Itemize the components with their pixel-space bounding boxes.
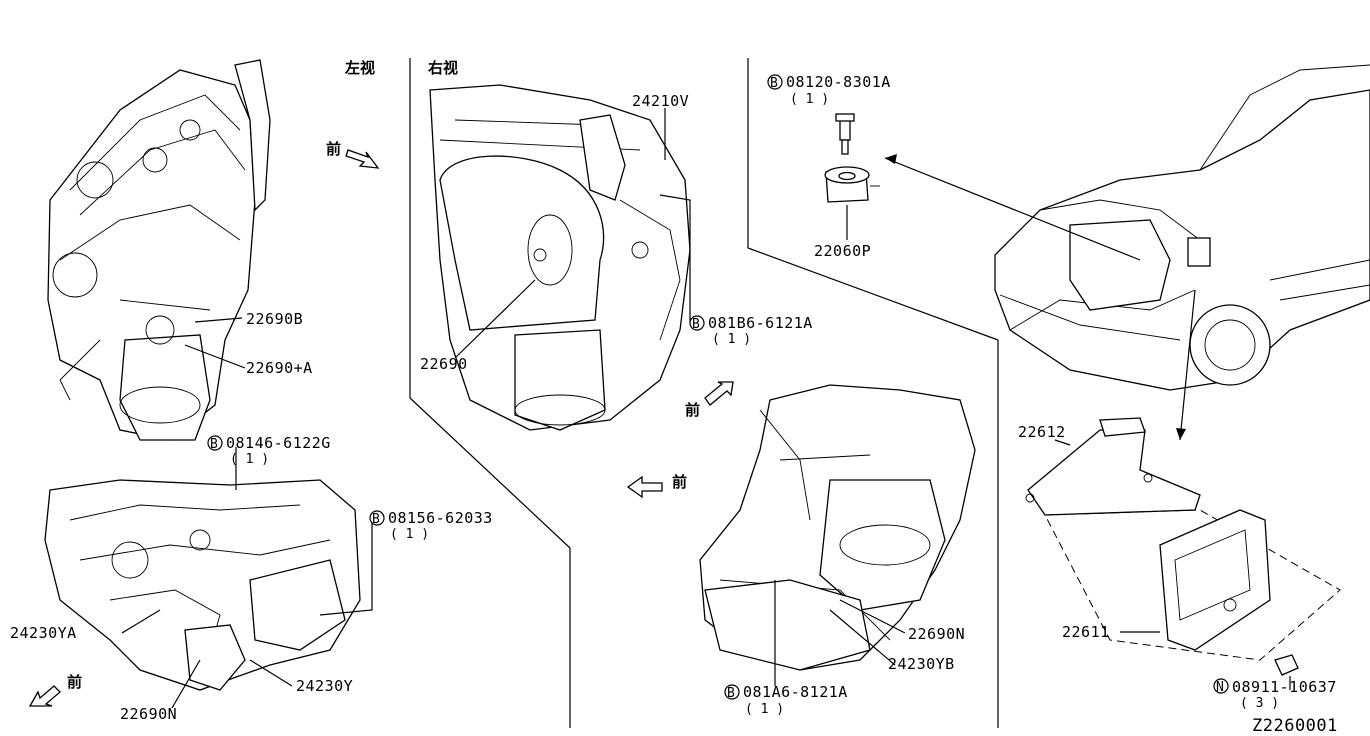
right-view-label: 右视: [428, 59, 458, 77]
nut-badge-08911: N: [1213, 678, 1229, 695]
bolt-badge-08156: B: [369, 510, 385, 527]
front-arrows: [28, 149, 734, 707]
qty-08146: ( 1 ): [230, 452, 269, 467]
bolt-badge-letter: B: [727, 686, 735, 701]
ecm-assembly: [1025, 417, 1341, 676]
part-label-24210V: 24210V: [632, 92, 689, 110]
part-label-24230Y: 24230Y: [296, 677, 353, 695]
part-label-081B6-6121A: 081B6-6121A: [708, 314, 813, 332]
part-label-22060P: 22060P: [814, 242, 871, 260]
panel-dividers: [409, 58, 999, 728]
part-label-08120-8301A: 08120-8301A: [786, 73, 891, 91]
vehicle-outline: [994, 64, 1370, 391]
front-label-center: 前: [685, 401, 700, 419]
nut-badge-letter: N: [1216, 680, 1224, 695]
part-label-24230YB: 24230YB: [888, 655, 955, 673]
front-arrow-top-left: [345, 149, 380, 169]
engine-left-view: [47, 59, 271, 441]
part-label-22612: 22612: [1018, 423, 1066, 441]
engine-lower-left-view: [44, 479, 361, 691]
part-label-24230YA: 24230YA: [10, 624, 77, 642]
part-label-22690N-left: 22690N: [120, 705, 177, 723]
bolt-badge-letter: B: [692, 317, 700, 332]
part-label-22690B: 22690B: [246, 310, 303, 328]
part-label-08156-62033: 08156-62033: [388, 509, 493, 527]
front-label-top-left: 前: [326, 140, 341, 158]
qty-08911: ( 3 ): [1240, 696, 1279, 711]
engine-lower-right-view: [699, 384, 976, 671]
bolt-badge-08146: B: [207, 435, 223, 452]
qty-081B6: ( 1 ): [712, 332, 751, 347]
front-label-mid: 前: [672, 473, 687, 491]
left-view-label: 左视: [344, 59, 375, 77]
bolt-badge-letter: B: [372, 512, 380, 527]
qty-08120: ( 1 ): [790, 92, 829, 107]
part-label-22690-A: 22690+A: [246, 359, 313, 377]
front-arrow-center: [704, 381, 734, 406]
diagram-id: Z2260001: [1252, 716, 1338, 736]
part-label-081A6-8121A: 081A6-8121A: [743, 683, 848, 701]
part-label-08146-6122G: 08146-6122G: [226, 434, 331, 452]
part-label-22690: 22690: [420, 355, 468, 373]
qty-08156: ( 1 ): [390, 527, 429, 542]
front-arrow-bottom-left: [28, 685, 61, 707]
bolt-badge-letter: B: [210, 437, 218, 452]
qty-081A6: ( 1 ): [745, 702, 784, 717]
part-label-22690N-right: 22690N: [908, 625, 965, 643]
part-label-22611: 22611: [1062, 623, 1110, 641]
bolt-badge-letter: B: [770, 76, 778, 91]
bolt-badge-081B6: B: [689, 315, 705, 332]
engine-right-view: [429, 84, 691, 431]
bolt-badge-081A6: B: [724, 684, 740, 701]
front-arrow-mid: [626, 475, 663, 499]
front-label-bottom-left: 前: [67, 673, 82, 691]
knock-sensor: [824, 113, 880, 240]
bolt-badge-08120: B: [767, 74, 783, 91]
part-label-08911-10637: 08911-10637: [1232, 678, 1337, 696]
leader-lines: [121, 108, 1291, 709]
